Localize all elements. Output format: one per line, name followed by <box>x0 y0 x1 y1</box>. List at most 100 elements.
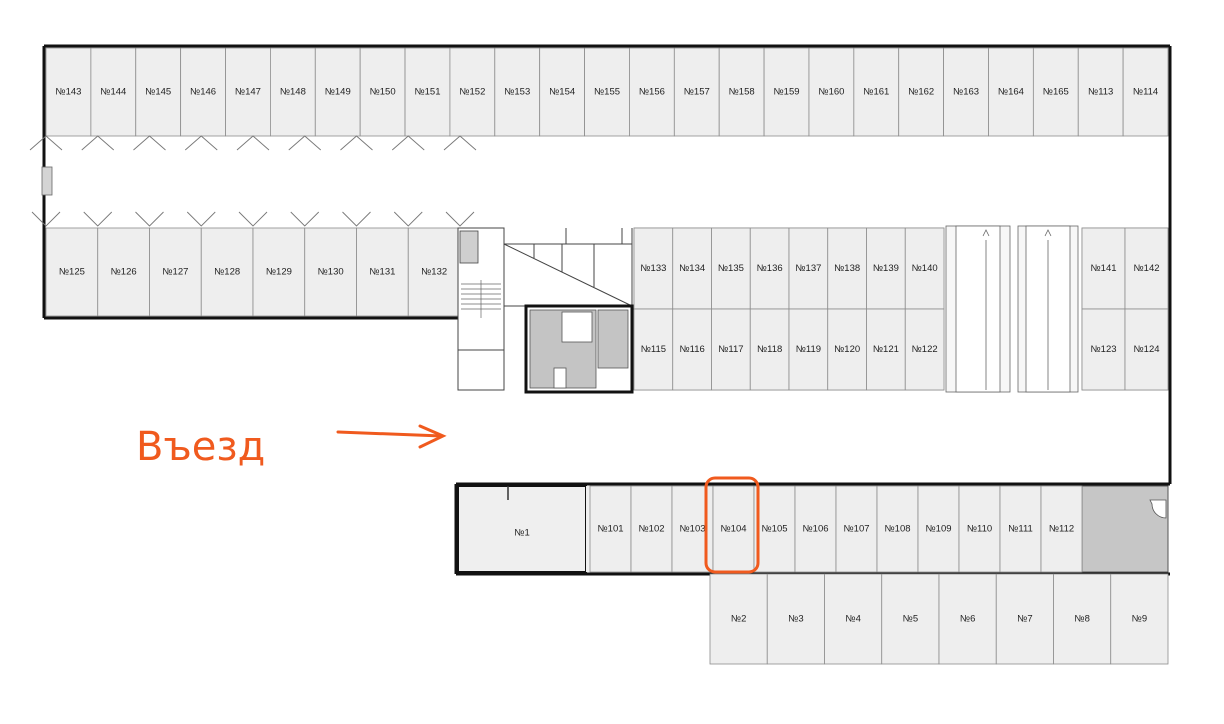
parking-spot[interactable] <box>788 227 829 310</box>
parking-spot[interactable] <box>709 573 768 665</box>
parking-spot[interactable] <box>808 47 855 137</box>
parking-spot[interactable] <box>753 485 796 573</box>
parking-spot[interactable] <box>827 227 867 310</box>
parking-spot-label: №164 <box>998 87 1024 98</box>
parking-spot[interactable] <box>749 308 790 391</box>
parking-spot[interactable] <box>749 227 790 310</box>
parking-spot[interactable] <box>999 485 1042 573</box>
parking-spot[interactable] <box>943 47 989 137</box>
parking-spot[interactable] <box>149 227 202 317</box>
parking-spot-label: №130 <box>318 267 344 278</box>
parking-spot[interactable] <box>135 47 182 137</box>
parking-spot[interactable] <box>824 573 883 665</box>
parking-spot[interactable] <box>269 47 316 137</box>
parking-spot[interactable] <box>629 47 675 137</box>
parking-spot[interactable] <box>404 47 451 137</box>
parking-spot[interactable] <box>712 485 755 573</box>
parking-spot[interactable] <box>225 47 271 137</box>
parking-spot-label: №159 <box>773 87 799 98</box>
parking-spot-label: №148 <box>280 87 306 98</box>
parking-spot[interactable] <box>1032 47 1079 137</box>
parking-spot-label: №160 <box>818 87 844 98</box>
parking-spot-label: №114 <box>1133 87 1158 98</box>
parking-spot[interactable] <box>633 227 674 310</box>
escalators <box>945 225 1079 393</box>
parking-spot[interactable] <box>711 227 751 310</box>
parking-spot[interactable] <box>718 47 765 137</box>
parking-spot-label: №104 <box>720 524 746 535</box>
parking-spot[interactable] <box>633 308 674 391</box>
parking-spot-label: №156 <box>639 87 665 98</box>
parking-spot[interactable] <box>359 47 406 137</box>
ramp-chevron <box>443 135 477 151</box>
parking-spot[interactable] <box>356 227 409 317</box>
parking-spot-label: №127 <box>162 267 188 278</box>
parking-spot[interactable] <box>407 227 461 317</box>
parking-spot-label: №105 <box>761 524 787 535</box>
parking-spot-label: №128 <box>214 267 240 278</box>
parking-spot[interactable] <box>917 485 960 573</box>
parking-spot-label: №122 <box>912 344 938 355</box>
ramp-chevron <box>236 135 270 151</box>
parking-spot[interactable] <box>898 47 944 137</box>
service-rooms <box>524 304 634 394</box>
parking-spot-label: №139 <box>873 263 899 274</box>
parking-spot[interactable] <box>589 485 632 573</box>
parking-spot[interactable] <box>1122 47 1169 137</box>
parking-spot[interactable] <box>1040 485 1083 573</box>
parking-spot-label: №142 <box>1133 263 1159 274</box>
parking-spot[interactable] <box>763 47 810 137</box>
ramp-chevron <box>81 135 115 151</box>
ramp-chevron <box>31 211 61 227</box>
parking-spot[interactable] <box>866 308 906 391</box>
parking-spot-label: №110 <box>967 524 992 535</box>
parking-spot[interactable] <box>45 227 99 317</box>
parking-spot-label: №140 <box>912 263 938 274</box>
ramp-chevron <box>288 135 322 151</box>
parking-spot[interactable] <box>539 47 585 137</box>
parking-spot[interactable] <box>672 308 712 391</box>
parking-spot[interactable] <box>876 485 919 573</box>
parking-spot[interactable] <box>995 573 1054 665</box>
ramp-chevron <box>391 135 425 151</box>
parking-spot[interactable] <box>180 47 226 137</box>
parking-spot[interactable] <box>1077 47 1124 137</box>
parking-spot-label: №157 <box>684 87 710 98</box>
entrance-arrow-icon <box>336 424 447 449</box>
parking-spot[interactable] <box>938 573 997 665</box>
parking-spot-label: №143 <box>55 87 81 98</box>
parking-spot-label: №106 <box>802 524 828 535</box>
parking-spot[interactable] <box>584 47 630 137</box>
parking-spot[interactable] <box>788 308 829 391</box>
parking-spot[interactable] <box>1124 227 1169 310</box>
parking-spot[interactable] <box>711 308 751 391</box>
parking-spot[interactable] <box>449 47 496 137</box>
parking-spot-label: №113 <box>1088 87 1113 98</box>
parking-spot-label: №151 <box>414 87 440 98</box>
parking-spot-label: №3 <box>788 614 803 625</box>
parking-spot-label: №2 <box>731 614 746 625</box>
parking-spot[interactable] <box>766 573 825 665</box>
parking-spot[interactable] <box>1053 573 1112 665</box>
parking-spot[interactable] <box>827 308 867 391</box>
parking-spot-label: №144 <box>100 87 126 98</box>
parking-spot[interactable] <box>304 227 357 317</box>
parking-spot-label: №145 <box>145 87 171 98</box>
parking-spot[interactable] <box>1110 573 1169 665</box>
parking-spot[interactable] <box>1124 308 1169 391</box>
parking-spot[interactable] <box>853 47 900 137</box>
parking-spot[interactable] <box>673 47 720 137</box>
parking-spot[interactable] <box>1081 308 1126 391</box>
parking-spot[interactable] <box>904 227 945 310</box>
parking-spot[interactable] <box>835 485 878 573</box>
parking-spot[interactable] <box>672 227 712 310</box>
parking-spot[interactable] <box>904 308 945 391</box>
parking-spot-label: №152 <box>459 87 485 98</box>
spot-big[interactable]: №1 <box>514 528 529 539</box>
parking-spot[interactable] <box>866 227 906 310</box>
parking-spot[interactable] <box>90 47 137 137</box>
parking-spot[interactable] <box>314 47 361 137</box>
parking-spot-label: №131 <box>369 267 395 278</box>
parking-spot[interactable] <box>494 47 541 137</box>
